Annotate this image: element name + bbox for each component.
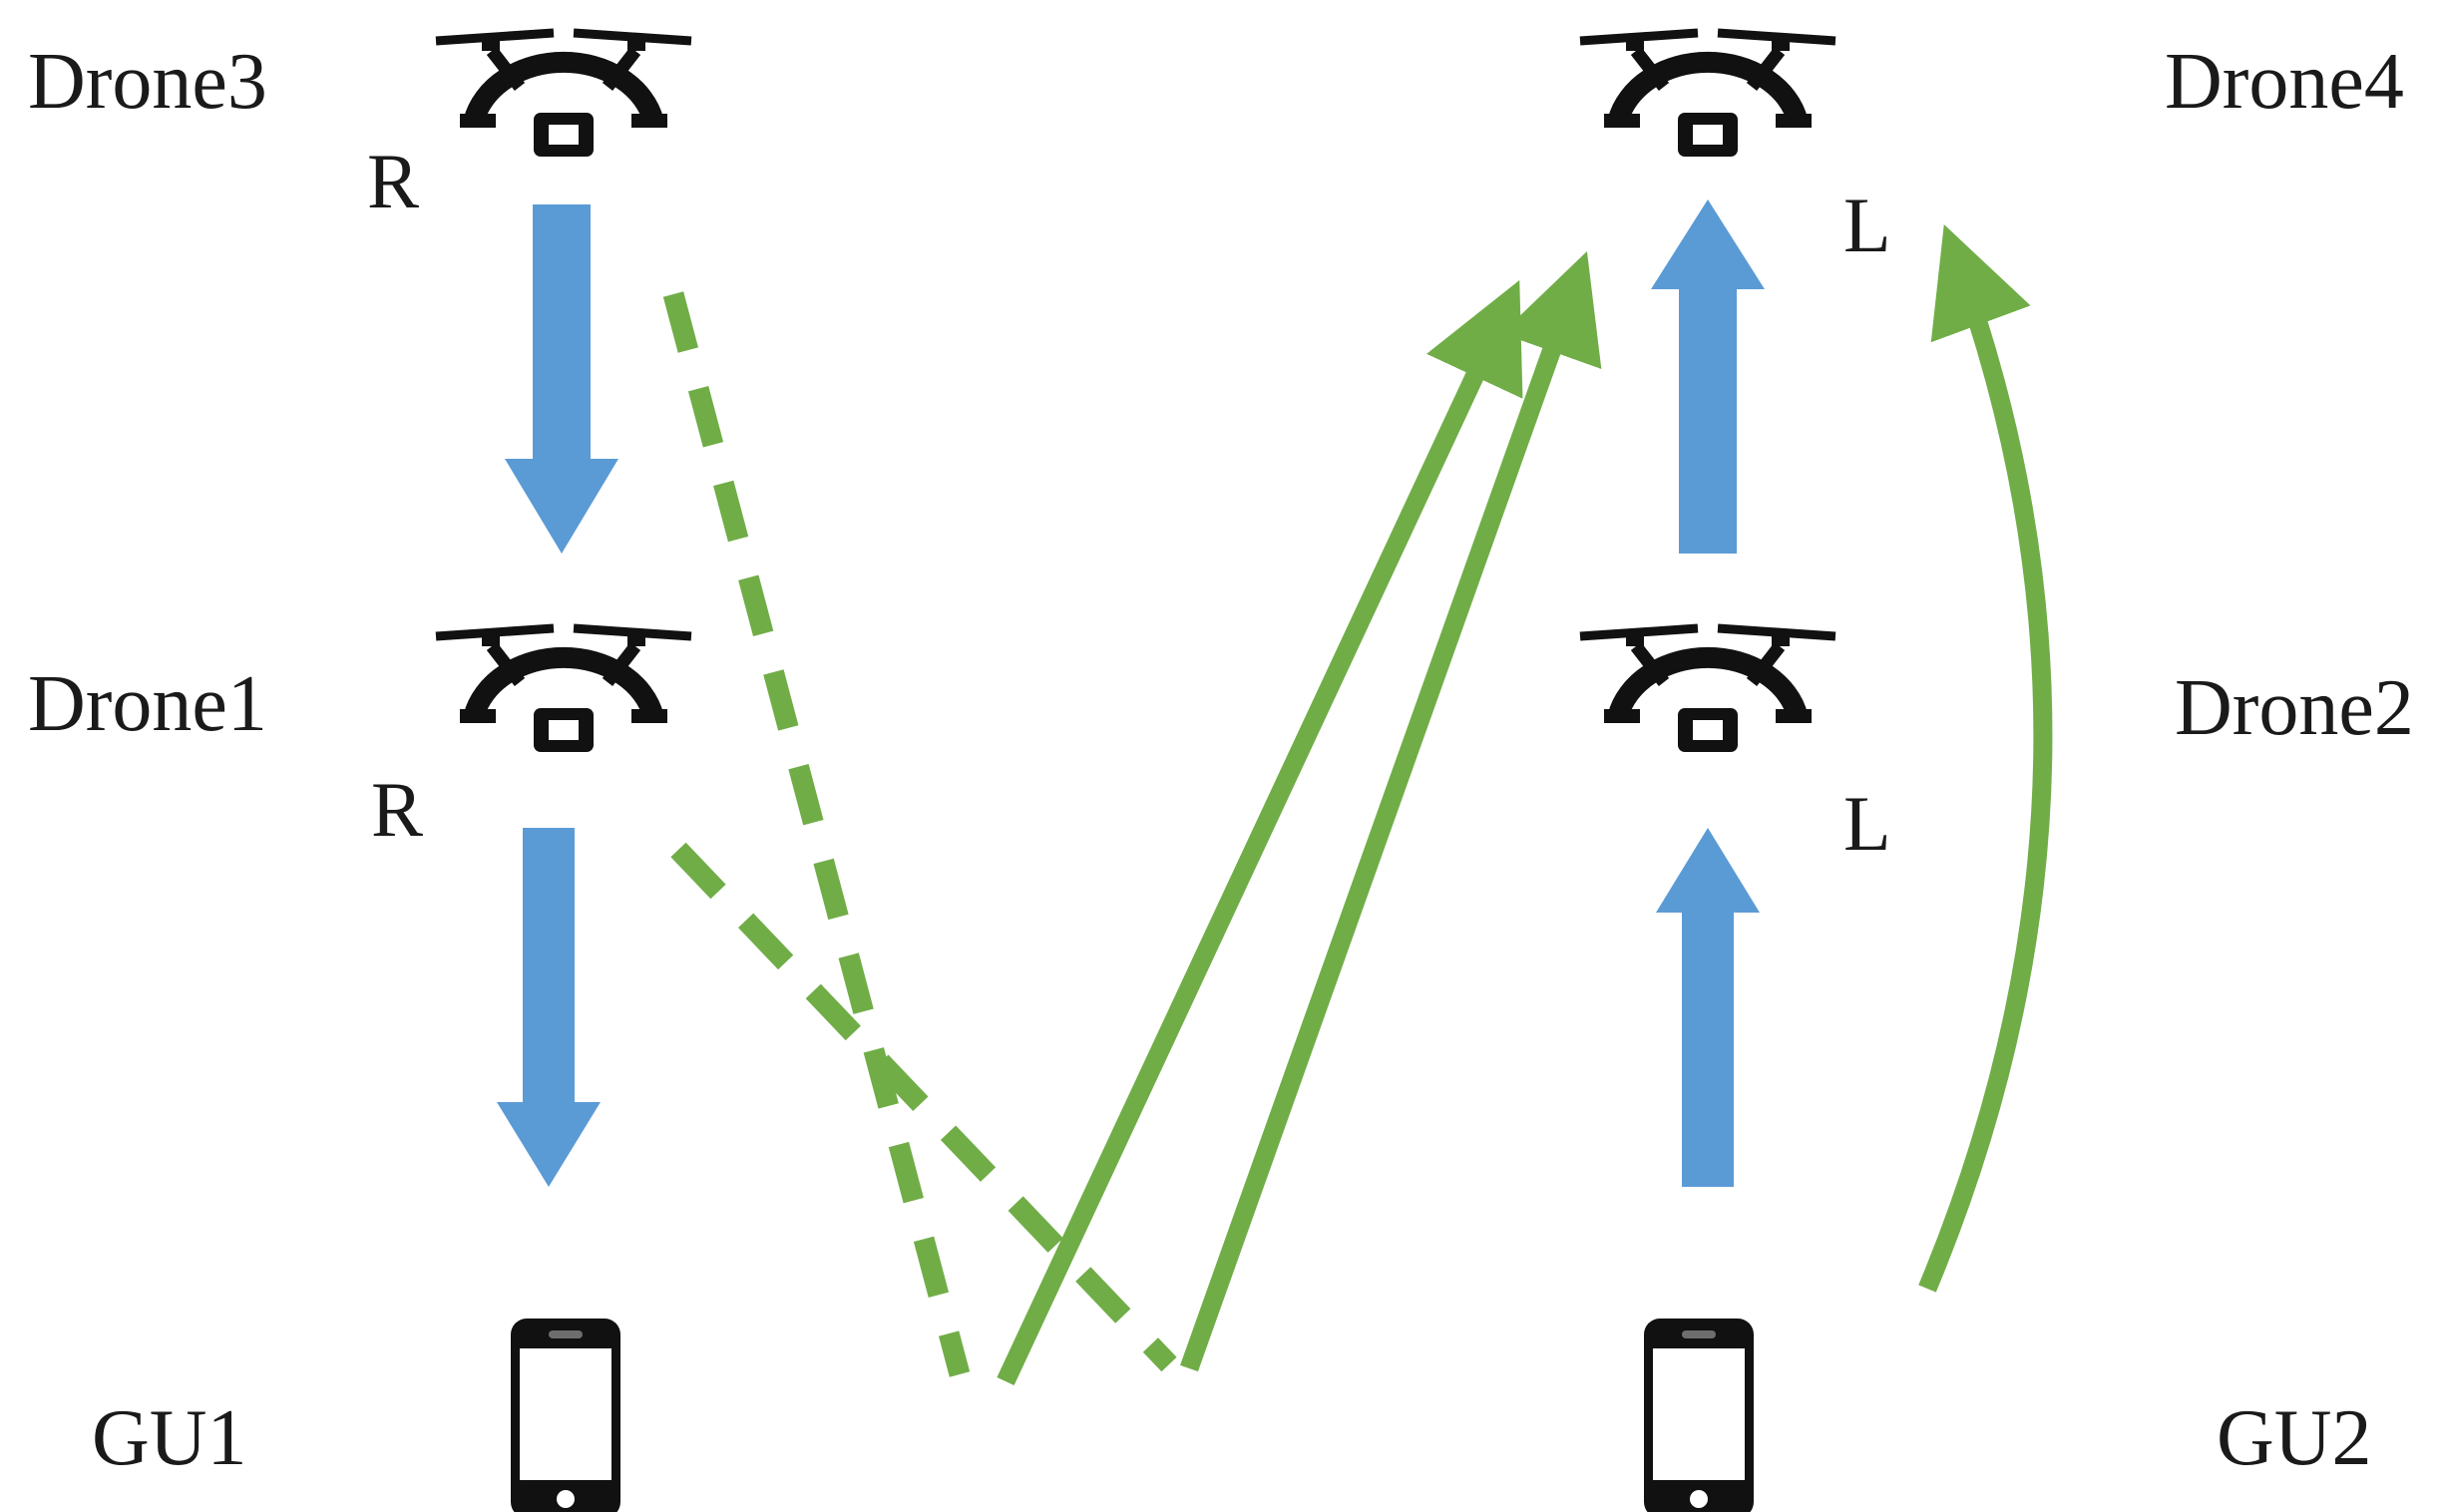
drone2-port-label: L [1843, 780, 1891, 867]
drone2-label: Drone2 [2175, 664, 2414, 752]
arrow-drone2-to-drone4 [1651, 199, 1765, 554]
dashed-link-drone3-to-bottom [662, 291, 971, 1377]
drone4-label: Drone4 [2165, 38, 2404, 126]
drone3-label: Drone3 [28, 38, 267, 126]
drone1-icon [436, 628, 691, 752]
drone3-icon [436, 33, 691, 157]
drone3-port-label: R [367, 138, 419, 224]
arrow-drone1-to-gu1 [497, 828, 601, 1187]
drone2-icon [1580, 628, 1835, 752]
arrow-gu1-to-drone4-b [1180, 250, 1602, 1372]
drone1-port-label: R [371, 766, 423, 853]
arrow-gu2-to-drone2 [1656, 828, 1760, 1187]
drone1-label: Drone1 [28, 660, 267, 748]
drone4-icon [1580, 33, 1835, 157]
gu2-label: GU2 [2217, 1394, 2372, 1482]
gu2-phone-icon [1644, 1319, 1754, 1512]
curved-arrow-gu2-to-drone4 [1918, 224, 2053, 1293]
gu1-phone-icon [511, 1319, 620, 1512]
gu1-label: GU1 [92, 1394, 247, 1482]
arrow-drone3-to-drone1 [505, 204, 618, 554]
dashed-link-drone1-to-bottom [670, 842, 1177, 1372]
arrow-gu1-to-drone4-a [997, 279, 1523, 1386]
drone4-port-label: L [1843, 182, 1891, 268]
